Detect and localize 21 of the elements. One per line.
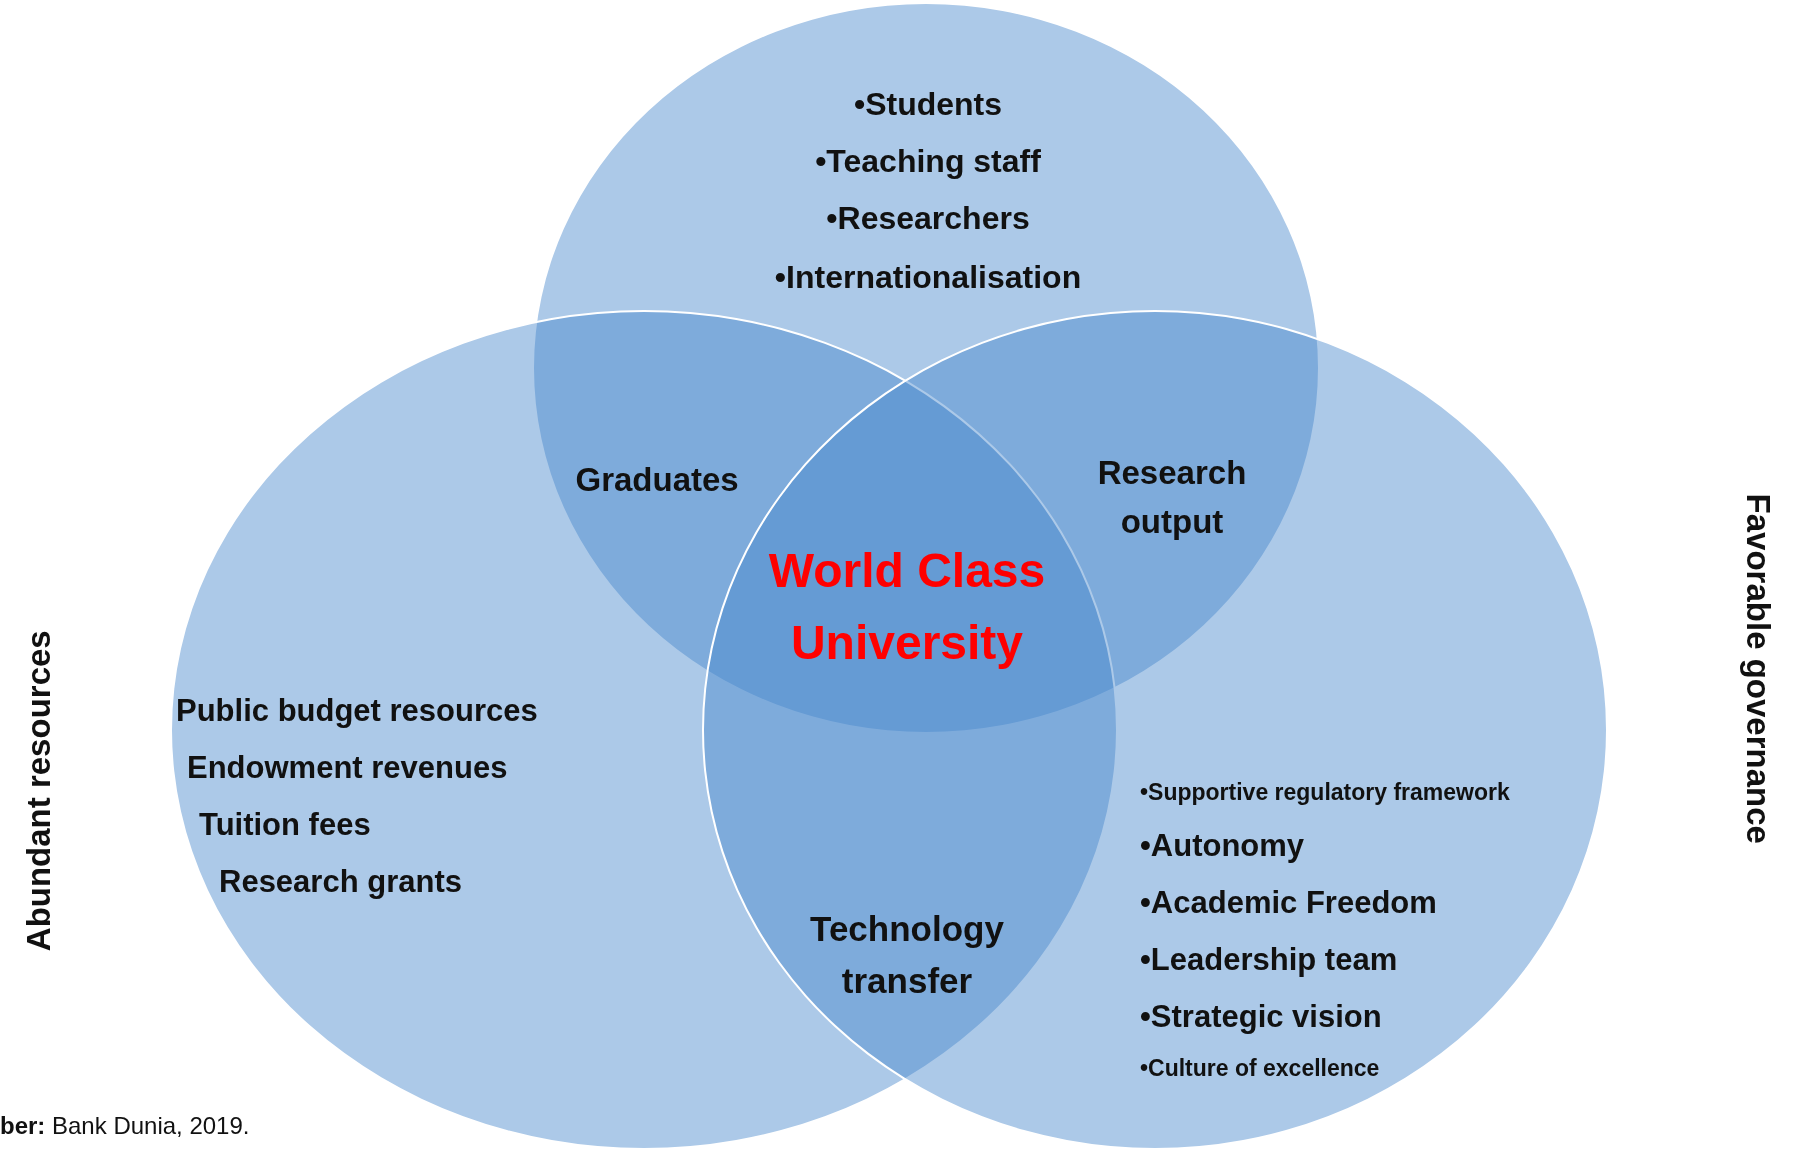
list-item: •Culture of excellence xyxy=(1140,1056,1380,1082)
list-item: Tuition fees xyxy=(199,807,371,843)
list-item: •Academic Freedom xyxy=(1140,885,1437,921)
source-note: ber: Bank Dunia, 2019. xyxy=(0,1111,250,1141)
list-item: •Teaching staff xyxy=(815,144,1041,180)
list-item: Public budget resources xyxy=(176,693,538,729)
region-label: Graduates xyxy=(575,460,739,500)
list-item: •Leadership team xyxy=(1140,942,1398,978)
center-title: World Class University xyxy=(767,543,1047,671)
side-label: Favorable governance xyxy=(1738,493,1778,844)
list-item: Endowment revenues xyxy=(187,750,508,786)
region-label: Technology transfer xyxy=(809,907,1005,1002)
list-item: •Autonomy xyxy=(1140,828,1305,864)
list-item: •Researchers xyxy=(826,201,1030,237)
list-item: •Students xyxy=(853,87,1003,123)
list-item: Research grants xyxy=(219,864,462,900)
side-label: Abundant resources xyxy=(18,630,58,952)
region-label: Research output xyxy=(1096,452,1248,542)
list-item: •Strategic vision xyxy=(1140,999,1382,1035)
list-item: •Supportive regulatory framework xyxy=(1140,780,1510,806)
list-item: •Internationalisation xyxy=(774,260,1082,296)
